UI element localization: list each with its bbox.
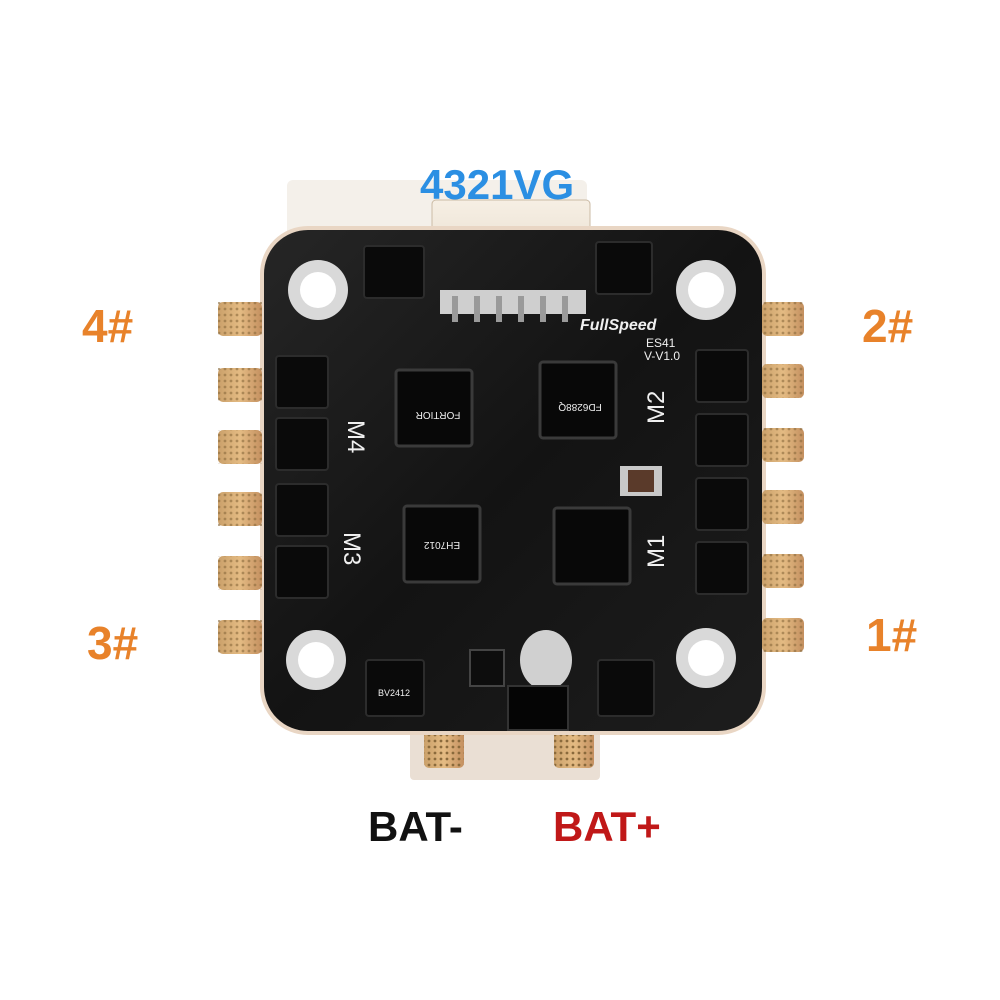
right-motor-pads — [762, 302, 804, 652]
motor-3-label: 3# — [87, 617, 139, 669]
silk-m1: M1 — [643, 535, 670, 568]
chip-marking-1: FORTIOR — [416, 409, 461, 420]
silk-version: V-V1.0 — [644, 349, 680, 363]
bat-positive-label: BAT+ — [553, 803, 661, 850]
motor-2-label: 2# — [862, 300, 914, 352]
left-motor-pads — [218, 302, 262, 654]
bat-negative-label: BAT- — [368, 803, 463, 850]
driver-chips — [394, 360, 632, 586]
silk-m2: M2 — [643, 391, 670, 424]
mosfets — [275, 241, 749, 717]
mounting-holes — [286, 260, 736, 690]
connector-label: 4321VG — [420, 161, 575, 208]
silk-m4: M4 — [342, 420, 369, 453]
passive-components — [469, 466, 662, 731]
motor-4-label: 4# — [82, 300, 134, 352]
silk-model: ES41 — [646, 336, 676, 350]
connector-pins — [440, 290, 586, 322]
silk-m3: M3 — [338, 532, 365, 565]
mosfet-marking: BV2412 — [378, 688, 410, 698]
silk-brand: FullSpeed — [580, 317, 658, 334]
pcb — [260, 226, 766, 735]
chip-marking-3: EH7012 — [423, 539, 460, 550]
motor-1-label: 1# — [866, 609, 918, 661]
chip-marking-2: FD6288Q — [558, 401, 602, 412]
